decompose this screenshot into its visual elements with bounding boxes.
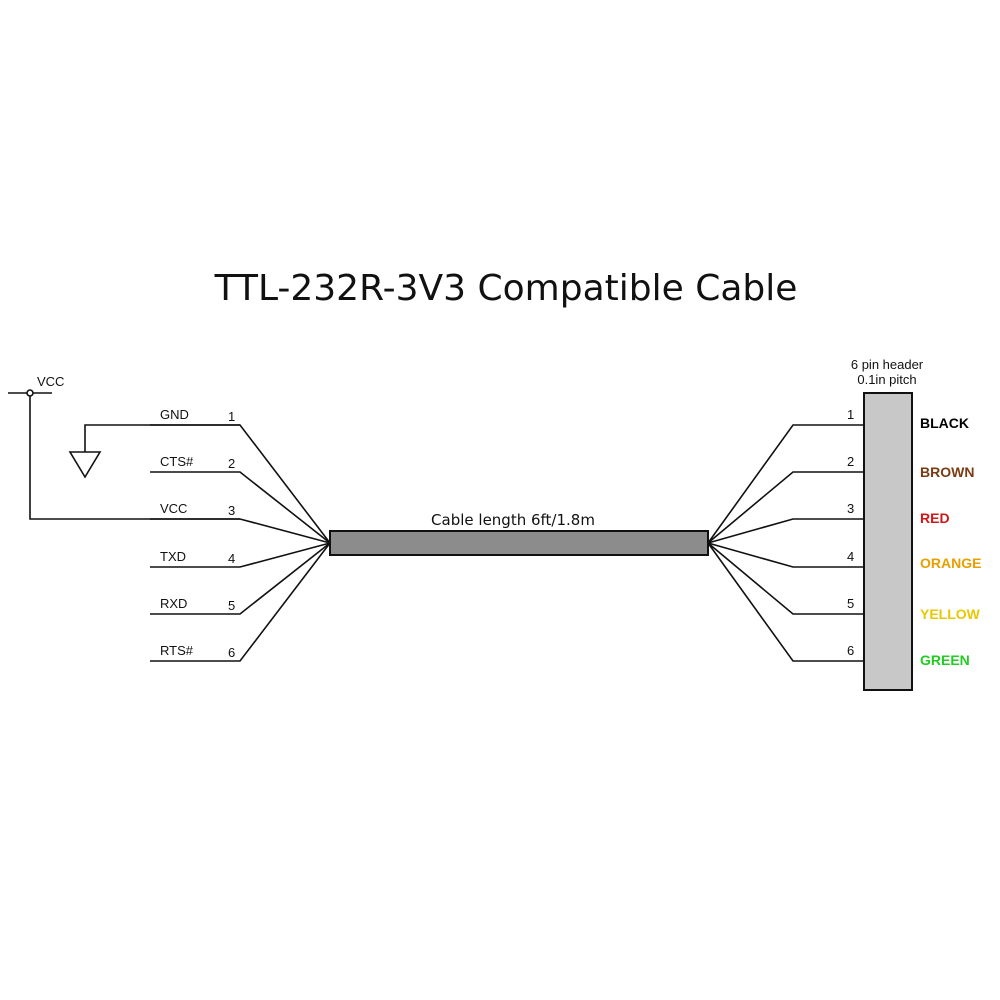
- ground-symbol: [68, 424, 240, 479]
- signal-label: VCC: [160, 501, 187, 516]
- left-pin-number: 3: [228, 503, 235, 518]
- right-wire-3: [707, 518, 864, 544]
- right-wire-2: [707, 471, 864, 544]
- cable-length-label: Cable length 6ft/1.8m: [431, 511, 595, 529]
- right-wire-4: [707, 542, 864, 568]
- wire-color-labels: BLACK BROWN RED ORANGE YELLOW GREEN: [920, 415, 981, 668]
- left-pin-number: 5: [228, 598, 235, 613]
- right-wire-5: [707, 542, 864, 615]
- left-wire-4: [150, 542, 331, 568]
- ground-triangle-icon: [68, 451, 102, 479]
- left-wire-6: [150, 542, 331, 662]
- left-wire-5: [150, 542, 331, 615]
- vcc-wire: [29, 396, 240, 520]
- right-wire-6: [707, 542, 864, 662]
- header-label-line2: 0.1in pitch: [857, 372, 916, 387]
- header-pin-number: 3: [847, 501, 854, 516]
- wire-color-label: ORANGE: [920, 555, 981, 571]
- right-wire-1: [707, 424, 864, 544]
- diagram-title: TTL-232R-3V3 Compatible Cable: [214, 268, 798, 309]
- left-wire-2: [150, 471, 331, 544]
- wire-color-label: BROWN: [920, 464, 974, 480]
- left-pin-number: 2: [228, 456, 235, 471]
- pin-header-body: [863, 392, 913, 691]
- header-pin-number: 2: [847, 454, 854, 469]
- signal-label: RXD: [160, 596, 187, 611]
- ground-wire: [84, 424, 240, 452]
- header-pin-number: 1: [847, 407, 854, 422]
- left-pin-number: 4: [228, 551, 235, 566]
- header-pin-number: 5: [847, 596, 854, 611]
- right-fanout-wires: 1 2 3 4 5 6: [707, 407, 864, 662]
- wire-color-label: GREEN: [920, 652, 970, 668]
- signal-label: RTS#: [160, 643, 194, 658]
- left-wire-3: [150, 518, 331, 544]
- vcc-supply-symbol: VCC: [8, 374, 240, 520]
- signal-label: TXD: [160, 549, 186, 564]
- cable-body: [329, 530, 709, 556]
- wire-color-label: RED: [920, 510, 950, 526]
- left-pin-number: 1: [228, 409, 235, 424]
- vcc-label: VCC: [37, 374, 64, 389]
- left-wire-1: [150, 424, 331, 544]
- header-pin-number: 6: [847, 643, 854, 658]
- header-pin-number: 4: [847, 549, 854, 564]
- left-pin-number: 6: [228, 645, 235, 660]
- signal-label: CTS#: [160, 454, 194, 469]
- wire-color-label: BLACK: [920, 415, 969, 431]
- header-label-line1: 6 pin header: [851, 357, 924, 372]
- wire-color-label: YELLOW: [920, 606, 981, 622]
- signal-label: GND: [160, 407, 189, 422]
- vcc-node: [26, 389, 34, 397]
